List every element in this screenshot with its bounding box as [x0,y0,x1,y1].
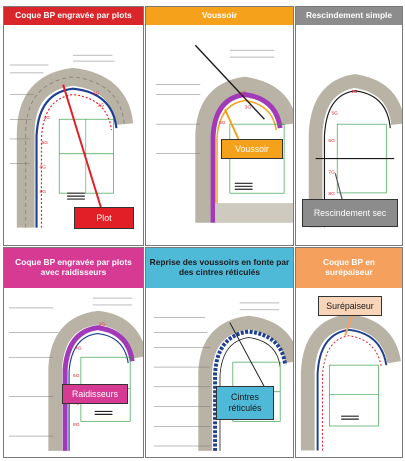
svg-text:8G: 8G [328,191,335,197]
panel-coque-raidisseurs: Coque BP engravée par plots avec raidiss… [3,247,144,458]
svg-text:2G: 2G [98,102,105,108]
tunnel-section-drawing: 1G3G5G6G [146,25,293,245]
svg-text:8G: 8G [39,189,46,195]
svg-text:8G: 8G [73,422,80,428]
panel-title: Voussoir [146,7,293,25]
tunnel-section-drawing: 1G 2G 4G 5G 6G 8G [4,25,143,245]
panel-title: Coque BP engravée par plots [4,7,143,25]
panel-title: Reprise des voussoirs en fonte par des c… [146,248,293,288]
svg-text:1G: 1G [93,91,100,97]
tunnel-section-svg [153,302,293,451]
svg-text:3G: 3G [245,104,252,110]
svg-text:4G: 4G [75,345,82,351]
tunnel-section-drawing [146,288,293,457]
panel-title: Coque BP engravée par plots avec raidiss… [4,248,143,288]
panel-voussoir: Voussoir 1G3G5G6G [145,6,294,246]
svg-text:1G: 1G [99,322,106,328]
panel-surepaiseur: Coque BP en surépaiseur Surépaiseur [295,247,403,458]
svg-text:4G: 4G [43,115,50,121]
tunnel-section-drawing: 1G 5G 6G 7G 8G [296,25,402,245]
panel-rescindement: Rescindement simple 1G 5G 6G 7G 8G Rescindem… [295,6,403,246]
panel-title: Coque BP en surépaiseur [296,248,402,288]
callout-raidisseurs: Raidisseurs [62,384,128,404]
tunnel-section-svg: 1G3G5G6G [155,44,293,223]
tunnel-section-svg: 1G 5G 6G 7G 8G [308,74,402,228]
panel-title: Rescindement simple [296,7,402,25]
tunnel-section-svg: 1G 2G 4G 5G 6G 8G [9,54,134,228]
svg-text:6G: 6G [328,138,335,144]
callout-rescindement: Rescindement sec [302,199,398,227]
tunnel-section-svg [300,307,401,451]
svg-text:5G: 5G [219,120,226,126]
svg-text:6G: 6G [39,165,46,171]
svg-text:1G: 1G [240,91,247,97]
callout-surepaiseur: Surépaiseur [318,296,382,316]
callout-plot: Plot [74,207,134,229]
svg-text:6G: 6G [73,373,80,379]
callout-cintres: Cintres réticulés [216,386,274,420]
panel-cintres-reticules: Reprise des voussoirs en fonte par des c… [145,247,294,458]
tunnel-section-drawing [296,288,402,457]
svg-text:1G: 1G [351,89,358,95]
svg-text:5G: 5G [331,110,338,116]
panel-coque-plots: Coque BP engravée par plots [3,6,144,246]
svg-text:5G: 5G [41,140,48,146]
callout-voussoir: Voussoir [221,139,283,159]
svg-text:7G: 7G [328,169,335,175]
